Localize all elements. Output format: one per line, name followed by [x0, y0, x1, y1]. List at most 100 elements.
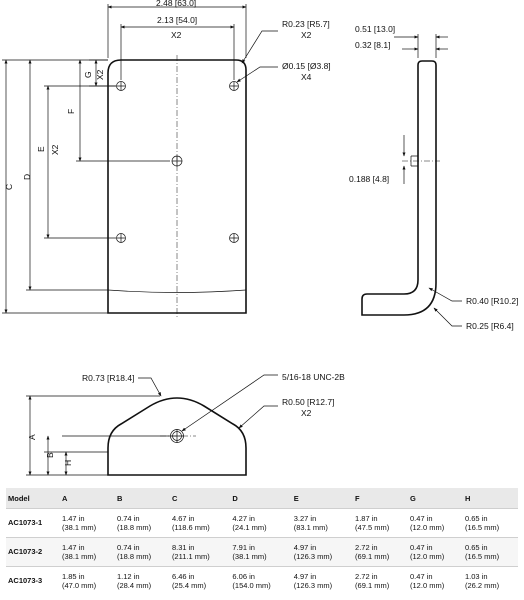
value-cell: 4.67 in(118.6 mm): [169, 508, 231, 538]
dim-label-e-qty: X2: [50, 144, 60, 155]
dim-label-a: A: [27, 434, 37, 440]
dim-label-b: B: [45, 452, 55, 458]
value-mm: (118.6 mm): [171, 523, 210, 532]
dim-side-outer: 0.51 [13.0]: [355, 24, 395, 34]
column-header: D: [230, 488, 292, 509]
value-mm: (38.1 mm): [62, 523, 97, 532]
value-inches: 1.47 in: [62, 513, 85, 523]
value-inches: 2.72 in: [355, 542, 378, 552]
value-inches: 0.65 in: [464, 542, 488, 552]
value-cell: 0.65 in(16.5 mm): [462, 537, 518, 567]
dim-top-radius: R0.73 [R18.4]: [82, 373, 134, 383]
value-cell: 1.85 in(47.0 mm): [60, 566, 115, 595]
mount-hole: [229, 81, 239, 91]
bracket-outline: [107, 59, 247, 314]
value-cell: 1.47 in(38.1 mm): [60, 537, 115, 567]
value-mm: (38.1 mm): [62, 552, 97, 561]
value-mm: (25.4 mm): [171, 581, 207, 590]
dim-label-d: D: [22, 174, 32, 180]
model-cell: AC1073-2: [6, 537, 60, 567]
value-cell: 4.97 in(126.3 mm): [291, 537, 354, 567]
value-mm: (47.0 mm): [62, 581, 97, 590]
value-inches: 4.67 in: [171, 513, 195, 523]
dim-side-inner-radius: R0.25 [R6.4]: [466, 321, 514, 331]
dim-label-h: H: [63, 460, 73, 466]
value-inches: 3.27 in: [293, 513, 317, 523]
column-header: E: [291, 488, 354, 509]
side-profile: [361, 60, 437, 316]
value-inches: 4.97 in: [293, 571, 317, 581]
value-mm: (38.1 mm): [232, 552, 267, 561]
value-mm: (69.1 mm): [355, 552, 390, 561]
value-cell: 2.72 in(69.1 mm): [353, 537, 409, 567]
dim-corner-radius-qty: X2: [301, 30, 312, 40]
column-header: H: [462, 488, 518, 509]
value-cell: 1.03 in(26.2 mm): [462, 566, 518, 595]
value-mm: (16.5 mm): [464, 523, 500, 532]
column-header: A: [60, 488, 115, 509]
value-mm: (154.0 mm): [232, 581, 271, 590]
value-inches: 1.12 in: [116, 571, 140, 581]
value-cell: 2.72 in(69.1 mm): [353, 566, 409, 595]
value-cell: 1.87 in(47.5 mm): [353, 508, 409, 538]
mount-hole: [229, 233, 239, 243]
value-inches: 0.74 in: [116, 542, 140, 552]
dim-shoulder-radius: R0.50 [R12.7]: [282, 397, 334, 407]
value-inches: 0.47 in: [410, 513, 433, 523]
value-inches: 0.74 in: [116, 513, 140, 523]
model-cell: AC1073-1: [6, 508, 60, 538]
value-mm: (26.2 mm): [464, 581, 500, 590]
value-mm: (28.4 mm): [116, 581, 152, 590]
value-mm: (12.0 mm): [410, 581, 445, 590]
dim-label-e: E: [36, 146, 46, 152]
dim-hole-spacing-qty: X2: [171, 30, 182, 40]
value-cell: 0.47 in(12.0 mm): [408, 537, 463, 567]
value-cell: 1.12 in(28.4 mm): [114, 566, 170, 595]
value-mm: (12.0 mm): [410, 523, 445, 532]
dim-label-c: C: [4, 184, 14, 190]
value-cell: 6.46 in(25.4 mm): [169, 566, 231, 595]
value-mm: (83.1 mm): [293, 523, 328, 532]
value-cell: 0.65 in(16.5 mm): [462, 508, 518, 538]
dim-hole-dia-qty: X4: [301, 72, 312, 82]
value-mm: (16.5 mm): [464, 552, 500, 561]
column-header: C: [169, 488, 231, 509]
value-cell: 0.47 in(12.0 mm): [408, 508, 463, 538]
top-profile: [107, 397, 247, 476]
value-cell: 4.97 in(126.3 mm): [291, 566, 354, 595]
column-header: Model: [6, 488, 60, 509]
value-cell: 6.06 in(154.0 mm): [230, 566, 292, 595]
value-mm: (18.8 mm): [116, 523, 152, 532]
column-header: B: [114, 488, 170, 509]
dim-side-thickness: 0.32 [8.1]: [355, 40, 390, 50]
dim-label-g-qty: X2: [95, 69, 105, 80]
value-inches: 8.31 in: [171, 542, 195, 552]
value-cell: 0.47 in(12.0 mm): [408, 566, 463, 595]
column-header: G: [408, 488, 463, 509]
value-cell: 0.74 in(18.8 mm): [114, 537, 170, 567]
dim-hole-spacing: 2.13 [54.0]: [157, 15, 197, 25]
value-inches: 6.06 in: [232, 571, 255, 581]
value-cell: 3.27 in(83.1 mm): [291, 508, 354, 538]
mount-hole: [116, 81, 126, 91]
dim-side-hole: 0.188 [4.8]: [349, 174, 389, 184]
table-header-row: Model A B C D E F G H: [6, 488, 518, 509]
value-inches: 1.03 in: [464, 571, 488, 581]
value-mm: (12.0 mm): [410, 552, 445, 561]
value-inches: 7.91 in: [232, 542, 255, 552]
technical-drawing: 2.48 [63.0] 2.13 [54.0] X2 R0.23 [R5.7] …: [2, 0, 518, 476]
value-inches: 0.47 in: [410, 542, 433, 552]
value-inches: 1.85 in: [62, 571, 85, 581]
value-inches: 6.46 in: [171, 571, 195, 581]
value-cell: 1.47 in(38.1 mm): [60, 508, 115, 538]
value-inches: 2.72 in: [355, 571, 378, 581]
top-view: R0.73 [R18.4] 5/16-18 UNC-2B R0.50 [R12.…: [26, 372, 345, 476]
dim-thread: 5/16-18 UNC-2B: [282, 372, 345, 382]
value-inches: 0.65 in: [464, 513, 488, 523]
front-view: 2.48 [63.0] 2.13 [54.0] X2 R0.23 [R5.7] …: [2, 0, 331, 318]
dim-shoulder-radius-qty: X2: [301, 408, 312, 418]
value-cell: 4.27 in(24.1 mm): [230, 508, 292, 538]
